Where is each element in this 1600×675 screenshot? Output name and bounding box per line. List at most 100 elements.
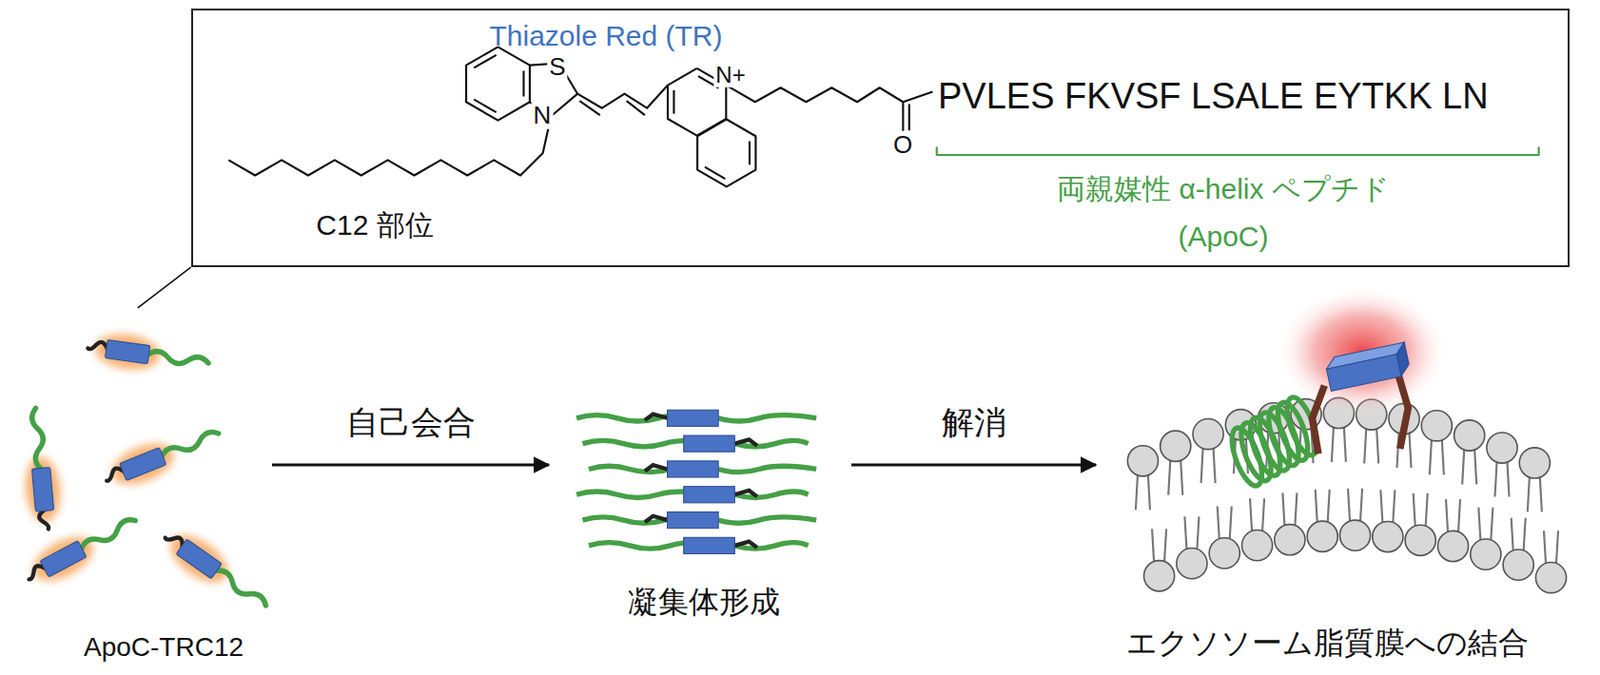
lipid-tail (1331, 425, 1334, 463)
monomer (18, 407, 63, 531)
lipid-tail (1408, 430, 1411, 469)
arrow-label: 自己会合 (344, 405, 478, 441)
peptide-tail (159, 429, 220, 461)
lipid-head (1454, 420, 1485, 451)
orange-glow (162, 526, 236, 592)
lipid-tail (1506, 460, 1509, 498)
stage-group: 凝集体形成 (548, 285, 852, 628)
leader-line (137, 267, 192, 309)
lipid-tail (1556, 530, 1559, 566)
reaction-arrow (272, 464, 549, 468)
orange-glow (106, 435, 180, 493)
lipid-tail (1135, 473, 1138, 511)
lipid-tail (1392, 489, 1395, 525)
peptide-sequence: PVLES FKVSF LSALE EYTKK LN (937, 75, 1489, 119)
double-bond (672, 90, 675, 115)
peptide-tail (213, 566, 269, 610)
lipid-tail (1164, 528, 1167, 564)
lipid-tail (1184, 516, 1187, 551)
fluorescence-glow (1275, 285, 1449, 418)
lipid-tail (1148, 473, 1151, 511)
double-bond (908, 103, 911, 131)
lipid-tail (1540, 475, 1542, 513)
bond (577, 85, 668, 109)
lipid-tail (1511, 518, 1514, 553)
double-bond (473, 55, 496, 69)
peptide-tail (78, 516, 137, 554)
lipid-tail (1360, 488, 1363, 524)
lipid-head (1421, 410, 1452, 442)
aggregate-row (588, 461, 817, 478)
dye-block (667, 511, 720, 528)
lipid-tail (1168, 458, 1171, 496)
ring (697, 119, 756, 188)
lipid-tail (1462, 448, 1464, 486)
bond (725, 85, 933, 103)
dye-block (39, 541, 87, 578)
aggregate-row (583, 435, 809, 452)
dye-block (667, 409, 720, 427)
aggregate-row (576, 409, 817, 427)
structure-label: C12 部位 (315, 208, 433, 243)
aggregate-row (588, 537, 809, 554)
lipid-tail (1397, 430, 1400, 469)
double-bond (626, 100, 645, 116)
monomer (99, 417, 226, 496)
ring (466, 46, 530, 120)
lipid-tail (1425, 493, 1428, 528)
lipid-tail (1380, 489, 1383, 525)
lipid-head (1209, 538, 1240, 569)
lipid-tail (1151, 528, 1154, 564)
lipid-head (1307, 521, 1338, 552)
dye-block (1324, 342, 1411, 391)
lipid-head (1192, 418, 1224, 449)
dye-block (683, 487, 736, 504)
peptide-tail (147, 350, 210, 369)
lipid-tail (1445, 499, 1448, 534)
monomer (156, 522, 275, 621)
lipid-head (1404, 525, 1436, 556)
lipid-head (1144, 561, 1175, 592)
peptide-tail (718, 415, 817, 422)
lipid-tail (1490, 507, 1493, 543)
lipid-tail (1474, 448, 1477, 486)
double-bond (704, 167, 725, 179)
atom-label: O (891, 131, 915, 159)
dye-block (175, 539, 222, 580)
stage-caption: ApoC-TRC12 (83, 631, 244, 664)
lipid-tail (1478, 507, 1481, 543)
lipid-head (1160, 430, 1191, 462)
lipid-tail (1282, 492, 1285, 527)
lipid-head (1274, 525, 1306, 556)
lipid-tail (1442, 438, 1444, 476)
lipid-tail (1458, 499, 1461, 534)
lipid-head (1502, 549, 1534, 581)
lipid-head (1519, 448, 1550, 479)
bond (228, 116, 551, 176)
lipid-tail (1315, 489, 1318, 525)
sequence-bracket (936, 146, 1540, 156)
lipid-head (1372, 521, 1404, 552)
alkyl-tail (644, 414, 668, 421)
lipid-tail (1229, 507, 1232, 542)
lipid-head (1127, 446, 1158, 477)
structure-label: 両親媒性 α-helix ペプチド (ApoC) (1033, 165, 1414, 261)
lipid-head (1339, 520, 1370, 551)
alkyl-tail (1311, 385, 1325, 454)
dye-block (31, 468, 54, 513)
lipid-tail (1523, 518, 1526, 553)
monomer (19, 505, 144, 593)
lipid-tail (1327, 489, 1330, 525)
alkyl-tail (644, 516, 668, 523)
atom-label: N+ (713, 62, 747, 88)
alkyl-tail (734, 490, 758, 497)
alkyl-tail (734, 439, 758, 446)
lipid-tail (1217, 507, 1220, 542)
alkyl-tail (87, 340, 108, 352)
stage-caption: 凝集体形成 (627, 584, 781, 621)
peptide-tail (718, 517, 817, 524)
alkyl-tail (644, 465, 668, 471)
atom-label: S (546, 53, 567, 81)
atom-label: N (531, 101, 554, 130)
